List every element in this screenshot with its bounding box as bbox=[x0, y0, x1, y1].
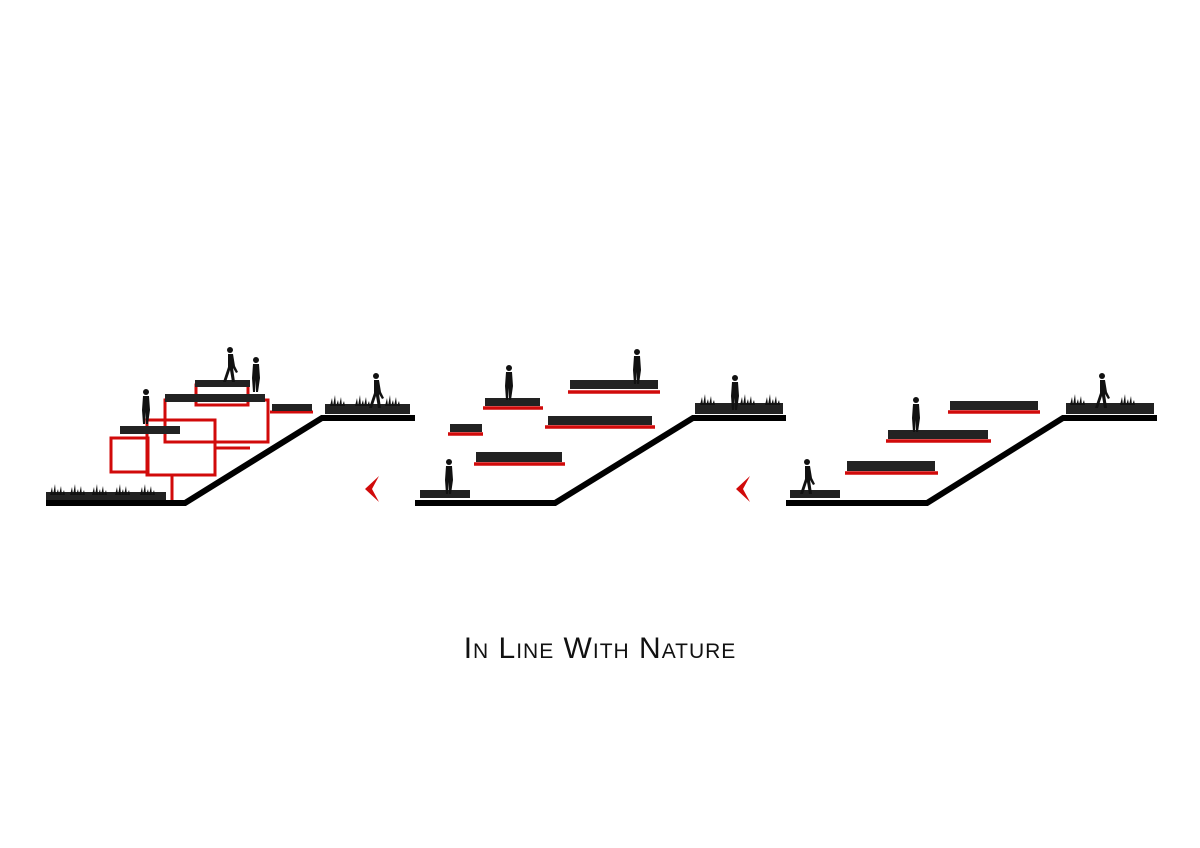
ground-line bbox=[415, 415, 786, 506]
vegetation bbox=[790, 394, 1154, 498]
stage-built bbox=[46, 347, 415, 506]
ground-line bbox=[786, 415, 1157, 506]
platforms bbox=[448, 390, 660, 466]
chevron-left-icon bbox=[736, 476, 750, 502]
diagram-title: In Line With Nature bbox=[463, 632, 737, 665]
vegetation bbox=[46, 380, 410, 500]
chevron-left-icon bbox=[365, 476, 379, 502]
vegetation bbox=[420, 380, 783, 498]
stage-terraced bbox=[415, 349, 786, 506]
ground-line bbox=[46, 415, 415, 506]
platforms bbox=[845, 410, 1040, 475]
stage-natural bbox=[786, 373, 1157, 506]
